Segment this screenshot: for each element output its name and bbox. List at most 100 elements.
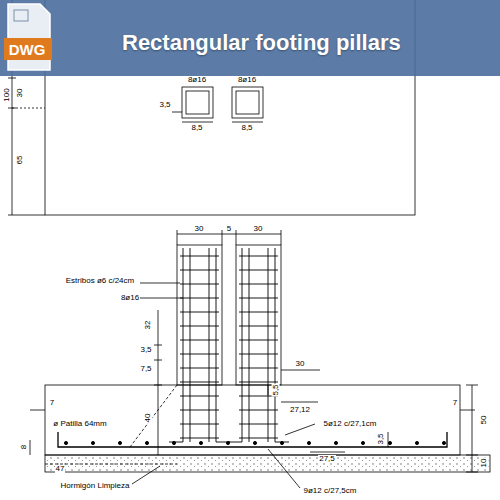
dimension-tick	[154, 360, 162, 361]
dimension-label: 40	[144, 413, 152, 424]
leader-line	[140, 283, 180, 284]
dimension-label: 8ø16	[120, 294, 140, 302]
dimension-label: 5	[226, 225, 232, 233]
stirrup	[239, 298, 278, 299]
dimension-line	[460, 410, 475, 411]
dimension-tick	[154, 345, 162, 346]
leader-line	[268, 449, 300, 488]
cross-bar	[361, 441, 364, 444]
stirrup	[180, 368, 219, 369]
title-banner	[0, 0, 500, 76]
stirrup	[180, 284, 219, 285]
dimension-label: 8ø16	[237, 76, 257, 84]
dimension-label: 8,5	[190, 124, 203, 132]
vertical-rebar	[183, 248, 184, 442]
dimension-label: 7,5	[139, 365, 152, 373]
extension-line	[12, 108, 45, 109]
stirrup	[239, 284, 278, 285]
stirrup	[180, 410, 219, 411]
column-elevation	[236, 245, 281, 385]
stirrup	[239, 410, 278, 411]
drawing-line	[64, 248, 445, 445]
vertical-rebar	[249, 248, 250, 442]
stirrup	[239, 256, 278, 257]
cross-bar	[415, 441, 418, 444]
dimension-line	[177, 234, 281, 235]
vertical-rebar	[190, 248, 191, 442]
vertical-rebar	[216, 248, 217, 442]
footing-elevation	[45, 385, 460, 455]
stirrup	[239, 438, 278, 439]
dimension-label: 5ø12 c/27,1cm	[323, 420, 378, 428]
icon-glyph	[14, 10, 28, 21]
dimension-line	[472, 385, 473, 472]
dimension-label: 100	[3, 87, 11, 102]
dimension-label: 8	[20, 444, 28, 450]
dimension-tick	[8, 78, 16, 79]
cross-bar	[334, 441, 337, 444]
cross-bar	[307, 441, 310, 444]
cross-bar	[388, 441, 391, 444]
stirrup	[180, 396, 219, 397]
dimension-tick	[466, 472, 478, 473]
cross-bar	[172, 441, 175, 444]
dimension-label: Estribos ø6 c/24cm	[65, 277, 135, 285]
dimension-tick	[8, 215, 45, 216]
stirrup	[180, 382, 219, 383]
bottom-rebar	[58, 432, 447, 447]
file-type: DWG	[9, 41, 46, 58]
dimension-line	[281, 370, 320, 371]
icon-band	[4, 38, 52, 60]
dimension-label: 8ø16	[187, 76, 207, 84]
cross-bar	[118, 441, 121, 444]
stirrup	[239, 312, 278, 313]
dimension-label: 3,5	[377, 432, 385, 445]
cross-bar	[199, 441, 202, 444]
stirrup	[239, 424, 278, 425]
rebar-hook	[169, 442, 183, 443]
stirrup	[180, 438, 219, 439]
dimension-label: 9ø12 c/27,5cm	[303, 487, 358, 495]
cross-bar	[442, 441, 445, 444]
dimension-label: 32	[144, 320, 152, 331]
dimension-label: 65	[16, 155, 24, 166]
leader-line	[140, 298, 183, 299]
stirrup	[180, 312, 219, 313]
stirrup	[180, 256, 219, 257]
dimension-tick	[236, 230, 237, 245]
stirrup	[239, 270, 278, 271]
lean-concrete	[45, 455, 490, 472]
cross-bar	[64, 441, 67, 444]
column-section	[232, 87, 263, 118]
stirrup-section	[236, 91, 259, 114]
dimension-label: 3,5	[158, 101, 171, 109]
dimension-label: 8,5	[240, 124, 253, 132]
stirrup	[239, 326, 278, 327]
stirrup	[239, 368, 278, 369]
cross-bar	[91, 441, 94, 444]
dimension-tick	[466, 385, 478, 386]
dimension-tick	[281, 230, 282, 245]
column-elevation	[177, 245, 222, 385]
dimension-label: 50	[480, 415, 488, 426]
cross-bar	[253, 441, 256, 444]
dimension-line	[30, 410, 45, 411]
dimension-line	[232, 122, 263, 123]
anchor-line	[130, 385, 177, 447]
dimension-line	[158, 310, 159, 455]
stirrup	[180, 354, 219, 355]
stirrup	[239, 340, 278, 341]
dimension-label: 30	[194, 225, 205, 233]
dimension-label: 5,5	[272, 383, 280, 396]
dimension-label: 10	[480, 458, 488, 469]
drawing-title: Rectangular footing pillars	[122, 30, 401, 56]
dimension-line	[310, 452, 345, 453]
dimension-label: 27,5	[318, 455, 336, 463]
dimension-tick	[466, 455, 478, 456]
dimension-label: 47	[55, 465, 66, 473]
stirrup	[180, 270, 219, 271]
dimension-tick	[177, 230, 178, 245]
column-section	[182, 87, 213, 118]
stirrup	[180, 424, 219, 425]
stirrup	[180, 298, 219, 299]
